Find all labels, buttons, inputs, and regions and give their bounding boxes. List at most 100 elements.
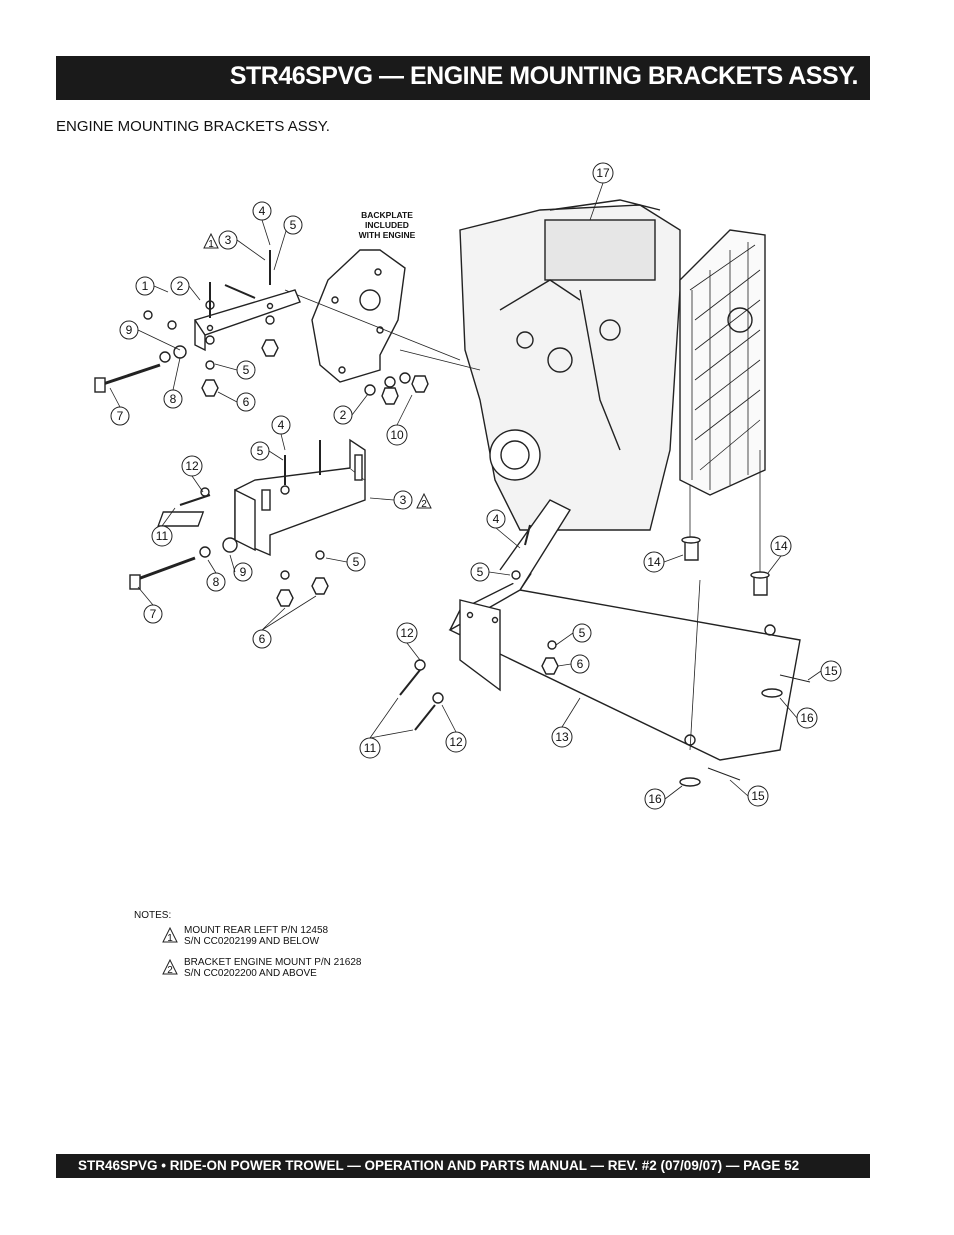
callout-3: 3 bbox=[393, 490, 413, 510]
callout-4: 4 bbox=[252, 201, 272, 221]
callout-11: 11 bbox=[151, 525, 173, 547]
callout-5: 5 bbox=[346, 552, 366, 572]
callout-2: 2 bbox=[170, 276, 190, 296]
svg-text:1: 1 bbox=[167, 933, 173, 943]
svg-text:11: 11 bbox=[364, 741, 377, 755]
svg-text:15: 15 bbox=[824, 664, 838, 678]
svg-text:12: 12 bbox=[449, 735, 463, 749]
callout-12: 12 bbox=[445, 731, 467, 753]
backplate-note-line-2: INCLUDED bbox=[365, 220, 409, 230]
svg-text:1: 1 bbox=[208, 239, 214, 250]
callout-16: 16 bbox=[796, 707, 818, 729]
callout-6: 6 bbox=[570, 654, 590, 674]
callout-2: 2 bbox=[333, 405, 353, 425]
callout-12: 12 bbox=[181, 455, 203, 477]
svg-text:5: 5 bbox=[243, 363, 250, 377]
svg-text:12: 12 bbox=[400, 626, 414, 640]
upper-bracket-drawing bbox=[193, 289, 301, 336]
svg-text:14: 14 bbox=[647, 555, 661, 569]
svg-text:4: 4 bbox=[278, 418, 285, 432]
svg-text:5: 5 bbox=[477, 565, 484, 579]
svg-text:3: 3 bbox=[400, 493, 407, 507]
callout-5: 5 bbox=[572, 623, 592, 643]
callout-8: 8 bbox=[163, 389, 183, 409]
callout-9: 9 bbox=[119, 320, 139, 340]
svg-text:6: 6 bbox=[259, 632, 266, 646]
warning-marker-2: 2 bbox=[416, 492, 432, 510]
svg-text:1: 1 bbox=[142, 279, 149, 293]
svg-text:5: 5 bbox=[257, 444, 264, 458]
svg-text:5: 5 bbox=[290, 218, 297, 232]
warning-marker-1: 1 bbox=[203, 232, 219, 250]
svg-text:16: 16 bbox=[800, 711, 814, 725]
svg-text:10: 10 bbox=[390, 428, 404, 442]
callout-15: 15 bbox=[747, 785, 769, 807]
svg-text:8: 8 bbox=[170, 392, 177, 406]
callout-5: 5 bbox=[470, 562, 490, 582]
note-line-1: MOUNT REAR LEFT P/N 12458 bbox=[184, 925, 329, 936]
note-line-2: S/N CC0202199 AND BELOW bbox=[184, 936, 320, 947]
backplate-note-line-3: WITH ENGINE bbox=[359, 230, 416, 240]
svg-text:4: 4 bbox=[493, 512, 500, 526]
svg-text:2: 2 bbox=[340, 408, 347, 422]
callout-6: 6 bbox=[236, 392, 256, 412]
callout-14: 14 bbox=[643, 551, 665, 573]
callout-5: 5 bbox=[236, 360, 256, 380]
svg-text:2: 2 bbox=[421, 499, 427, 510]
note-line-1: BRACKET ENGINE MOUNT P/N 21628 bbox=[184, 957, 362, 968]
callout-1: 1 bbox=[135, 276, 155, 296]
svg-text:6: 6 bbox=[577, 657, 584, 671]
callout-8: 8 bbox=[206, 572, 226, 592]
svg-text:7: 7 bbox=[117, 409, 124, 423]
footer-text: STR46SPVG • RIDE-ON POWER TROWEL — OPERA… bbox=[78, 1158, 800, 1173]
callout-15: 15 bbox=[820, 660, 842, 682]
callout-7: 7 bbox=[110, 406, 130, 426]
notes-heading: NOTES: bbox=[134, 910, 172, 921]
svg-text:12: 12 bbox=[185, 459, 199, 473]
callout-10: 10 bbox=[386, 424, 408, 446]
page-footer-bar: STR46SPVG • RIDE-ON POWER TROWEL — OPERA… bbox=[56, 1154, 870, 1178]
radiator-drawing bbox=[679, 229, 766, 496]
svg-text:17: 17 bbox=[596, 166, 610, 180]
callout-4: 4 bbox=[486, 509, 506, 529]
svg-text:4: 4 bbox=[259, 204, 266, 218]
callout-17: 17 bbox=[592, 162, 614, 184]
svg-text:2: 2 bbox=[177, 279, 184, 293]
lower-frame-drawing bbox=[448, 589, 801, 761]
callout-11: 11 bbox=[359, 737, 381, 759]
callout-7: 7 bbox=[143, 604, 163, 624]
section-title: ENGINE MOUNTING BRACKETS ASSY. bbox=[56, 118, 330, 135]
callout-13: 13 bbox=[551, 726, 573, 748]
svg-text:14: 14 bbox=[774, 539, 788, 553]
svg-text:15: 15 bbox=[751, 789, 765, 803]
page-header-bar: STR46SPVG — ENGINE MOUNTING BRACKETS ASS… bbox=[56, 56, 870, 100]
svg-text:8: 8 bbox=[213, 575, 220, 589]
svg-text:13: 13 bbox=[555, 730, 569, 744]
note-item-1: 1 MOUNT REAR LEFT P/N 12458 S/N CC020219… bbox=[134, 925, 361, 949]
svg-text:2: 2 bbox=[167, 965, 173, 975]
page-title: STR46SPVG — ENGINE MOUNTING BRACKETS ASS… bbox=[229, 62, 859, 90]
callout-16: 16 bbox=[644, 788, 666, 810]
exploded-parts-diagram: BACKPLATE INCLUDED WITH ENGINE 1 2 3 4 5… bbox=[94, 162, 842, 810]
svg-text:11: 11 bbox=[156, 529, 169, 543]
callout-5: 5 bbox=[250, 441, 270, 461]
callout-3: 3 bbox=[218, 230, 238, 250]
warning-triangle-icon: 1 bbox=[162, 927, 178, 943]
svg-text:9: 9 bbox=[126, 323, 133, 337]
svg-text:3: 3 bbox=[225, 233, 232, 247]
backplate-note-line-1: BACKPLATE bbox=[361, 210, 413, 220]
callout-6: 6 bbox=[252, 629, 272, 649]
warning-triangle-icon: 2 bbox=[162, 959, 178, 975]
svg-text:7: 7 bbox=[150, 607, 157, 621]
callout-9: 9 bbox=[233, 562, 253, 582]
svg-text:16: 16 bbox=[648, 792, 662, 806]
callout-12: 12 bbox=[396, 622, 418, 644]
svg-text:9: 9 bbox=[240, 565, 247, 579]
callout-4: 4 bbox=[271, 415, 291, 435]
svg-text:6: 6 bbox=[243, 395, 250, 409]
notes-section: NOTES: 1 MOUNT REAR LEFT P/N 12458 S/N C… bbox=[134, 910, 361, 981]
note-item-2: 2 BRACKET ENGINE MOUNT P/N 21628 S/N CC0… bbox=[134, 957, 361, 981]
backplate-drawing bbox=[311, 249, 406, 383]
callout-14: 14 bbox=[770, 535, 792, 557]
note-line-2: S/N CC0202200 AND ABOVE bbox=[184, 968, 317, 979]
